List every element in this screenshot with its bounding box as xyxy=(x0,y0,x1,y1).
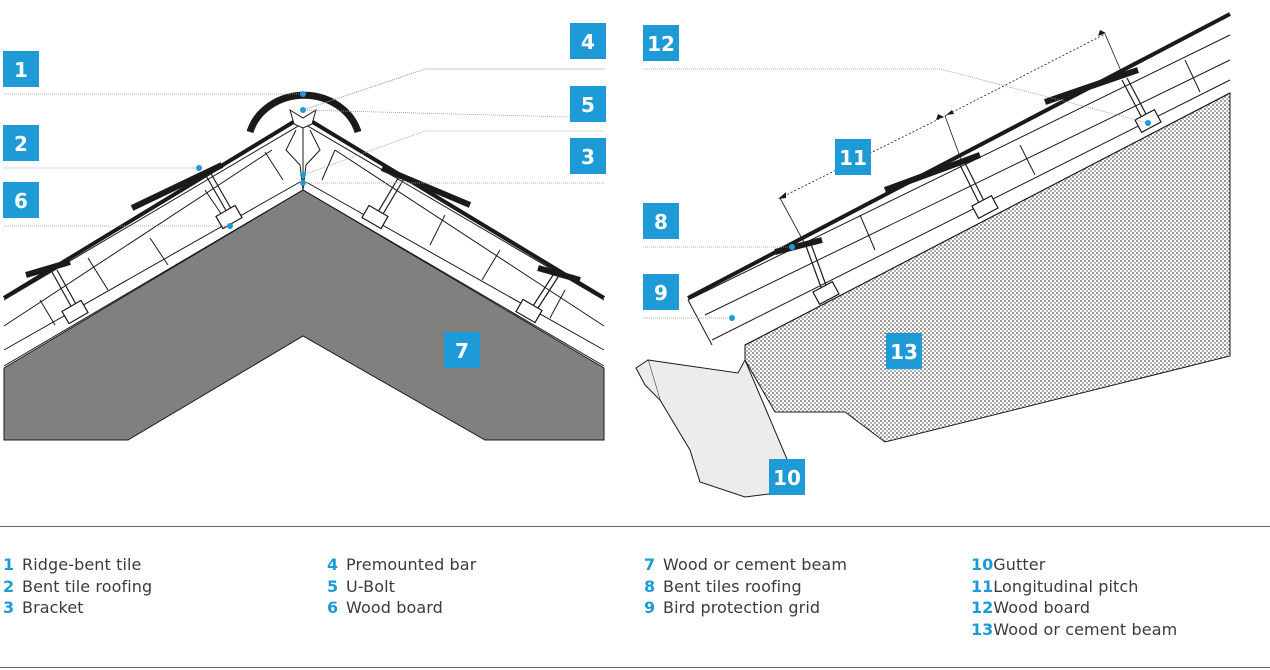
legend-item: 2 Bent tile roofing xyxy=(3,576,152,598)
badge-11: 11 xyxy=(835,139,871,175)
badge-8: 8 xyxy=(643,203,679,239)
legend-label: Wood board xyxy=(993,598,1091,617)
legend-item: 9 Bird protection grid xyxy=(644,597,847,619)
badge-9-label: 9 xyxy=(654,281,668,305)
left-board-layers xyxy=(3,124,304,367)
badge-2-label: 2 xyxy=(14,132,28,156)
legend-column-4: 10Gutter 11Longitudinal pitch 12Wood boa… xyxy=(971,554,1177,640)
ridge-section xyxy=(2,68,606,441)
ridge-leader-lines xyxy=(4,68,606,227)
legend-item: 5 U-Bolt xyxy=(327,576,476,598)
legend-number: 2 xyxy=(3,576,15,596)
legend-number: 13 xyxy=(971,619,994,639)
legend-label: Longitudinal pitch xyxy=(993,576,1139,596)
badge-13: 13 xyxy=(886,333,922,369)
legend-top-divider xyxy=(0,526,1270,527)
legend-number: 11 xyxy=(971,576,994,596)
legend-label: Premounted bar xyxy=(346,555,477,574)
legend-label: Bird protection grid xyxy=(663,598,821,617)
badge-4-label: 4 xyxy=(581,30,595,54)
legend-label: Wood or cement beam xyxy=(993,619,1178,639)
legend-item: 4 Premounted bar xyxy=(327,554,476,576)
legend-column-1: 1 Ridge-bent tile 2 Bent tile roofing 3 Bra… xyxy=(3,554,152,619)
badge-10: 10 xyxy=(769,459,805,495)
legend-item: 8 Bent tiles roofing xyxy=(644,576,847,598)
badge-4: 4 xyxy=(570,23,606,59)
legend-bottom-divider xyxy=(0,667,1270,668)
legend-number: 7 xyxy=(644,555,656,574)
badge-1-label: 1 xyxy=(14,58,28,82)
legend-number: 10 xyxy=(971,555,994,574)
legend-item: 1 Ridge-bent tile xyxy=(3,554,152,576)
legend-item: 3 Bracket xyxy=(3,597,152,619)
legend-item: 13Wood or cement beam xyxy=(971,619,1177,641)
legend-label: Gutter xyxy=(993,555,1046,574)
left-premounted-bars xyxy=(25,162,224,278)
badge-7-label: 7 xyxy=(455,339,469,363)
badge-7: 7 xyxy=(444,332,480,368)
legend-item: 6 Wood board xyxy=(327,597,476,619)
right-brackets xyxy=(361,174,561,324)
gutter xyxy=(647,358,801,498)
badge-6: 6 xyxy=(3,182,39,218)
legend-item: 10Gutter xyxy=(971,554,1177,576)
badge-3: 3 xyxy=(570,138,606,174)
legend-number: 3 xyxy=(3,598,15,617)
legend-number: 9 xyxy=(644,598,656,617)
legend-label: Wood or cement beam xyxy=(663,555,848,574)
badge-9: 9 xyxy=(643,274,679,310)
legend-column-3: 7 Wood or cement beam 8 Bent tiles roofing… xyxy=(644,554,847,619)
legend-label: Ridge-bent tile xyxy=(22,555,142,574)
right-premounted-bars xyxy=(380,165,581,283)
legend-label: Bent tiles roofing xyxy=(663,576,802,596)
badge-1: 1 xyxy=(3,51,39,87)
legend-number: 8 xyxy=(644,576,656,596)
legend-label: Wood board xyxy=(346,598,443,617)
legend-number: 5 xyxy=(327,576,339,596)
eave-section xyxy=(635,12,1231,498)
badge-11-label: 11 xyxy=(839,146,867,170)
roof-diagram: 1 2 6 4 5 3 7 12 11 8 9 13 10 xyxy=(2,12,1231,498)
eave-callout-dots xyxy=(729,120,1151,321)
ridge-u-bolt xyxy=(285,108,321,191)
legend-label: Bracket xyxy=(22,598,84,617)
legend-column-2: 4 Premounted bar 5 U-Bolt 6 Wood board xyxy=(327,554,476,619)
legend-number: 12 xyxy=(971,598,994,617)
legend-number: 1 xyxy=(3,555,15,574)
badge-5-label: 5 xyxy=(581,93,595,117)
badge-12-label: 12 xyxy=(647,32,675,56)
badge-10-label: 10 xyxy=(773,466,801,490)
right-roof-line xyxy=(304,116,606,300)
eave-brackets xyxy=(805,77,1162,306)
badge-12: 12 xyxy=(643,25,679,61)
badge-3-label: 3 xyxy=(581,145,595,169)
badge-6-label: 6 xyxy=(14,189,28,213)
badge-5: 5 xyxy=(570,86,606,122)
ridge-beam xyxy=(3,189,605,441)
legend-item: 11Longitudinal pitch xyxy=(971,576,1177,598)
legend-label: Bent tile roofing xyxy=(22,576,153,596)
legend-label: U-Bolt xyxy=(346,576,395,596)
badge-13-label: 13 xyxy=(890,340,918,364)
eave-beam xyxy=(744,92,1231,443)
pitch-arrowheads xyxy=(778,30,1106,199)
badge-8-label: 8 xyxy=(654,210,668,234)
left-brackets xyxy=(51,171,243,325)
ridge-callout-dots xyxy=(196,91,306,229)
legend-number: 4 xyxy=(327,555,339,574)
eave-leader-lines xyxy=(643,68,1149,319)
legend-item: 7 Wood or cement beam xyxy=(644,554,847,576)
legend-item: 12Wood board xyxy=(971,597,1177,619)
legend-number: 6 xyxy=(327,598,339,617)
badge-2: 2 xyxy=(3,125,39,161)
